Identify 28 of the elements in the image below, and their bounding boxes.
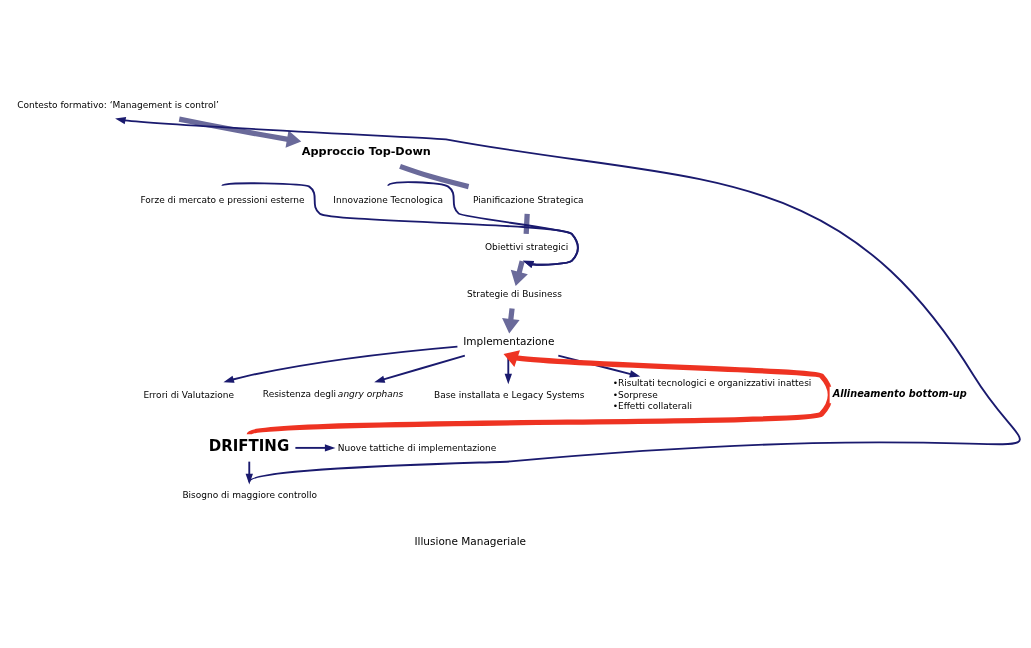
node-text: Forze di mercato e pressioni esterne xyxy=(139,194,305,205)
arrow xyxy=(373,354,466,383)
node-text: Resistenza degli angry orphans xyxy=(262,388,403,399)
node-text: •Risultati tecnologici e organizzativi inattesi •Sorprese •Effetti collaterali xyxy=(612,378,811,411)
arrow xyxy=(293,444,335,452)
node-text: Approccio Top-Down xyxy=(301,145,431,159)
arrow xyxy=(245,460,253,485)
arrow xyxy=(220,182,579,268)
arrow xyxy=(178,116,301,148)
node-text: Pianificazione Strategica xyxy=(472,194,584,205)
node-text: Innovazione Tecnologica xyxy=(332,194,443,205)
node-text: Nuove tattiche di implementazione xyxy=(337,442,496,453)
node-text: DRIFTING xyxy=(208,436,289,455)
node-text: Obiettivi strategici xyxy=(484,242,568,253)
node-text: Strategie di Business xyxy=(466,289,562,300)
label: Illusione Manageriale xyxy=(413,535,526,548)
node-text: Contesto formativo: ‘Management is control’ xyxy=(16,100,219,111)
node-text: Bisogno di maggiore controllo xyxy=(181,489,317,500)
node-text: Implementazione xyxy=(462,335,554,348)
arrow xyxy=(386,181,579,268)
arrow xyxy=(222,345,458,383)
node-text: Base installata e Legacy Systems xyxy=(433,389,585,400)
arrow xyxy=(247,350,833,437)
node-text: Errori di Valutazione xyxy=(142,389,234,400)
connector xyxy=(523,213,530,234)
connector xyxy=(398,163,469,190)
arrow xyxy=(114,116,1021,483)
edge-label: Allineamento bottom-up xyxy=(832,387,967,399)
